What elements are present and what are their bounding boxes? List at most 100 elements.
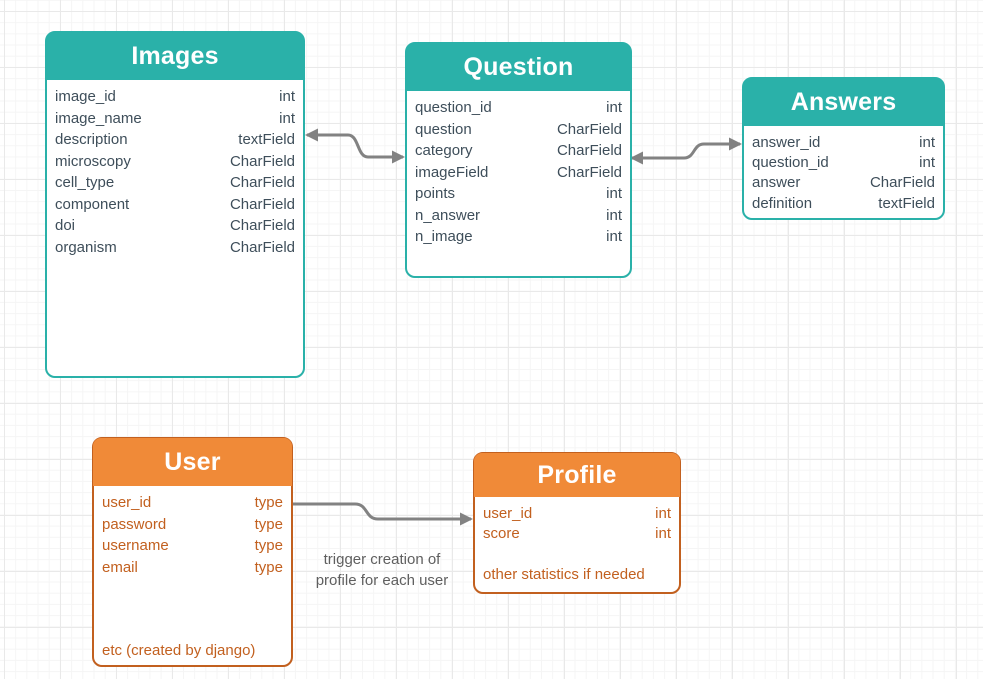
field-row: microscopy CharField [55,151,295,173]
field-row: user_id int [483,503,671,524]
field-name: category [415,142,473,160]
field-name: answer_id [752,133,821,151]
field-row: cell_type CharField [55,172,295,194]
field-row: organism CharField [55,237,295,259]
field-name: n_answer [415,206,481,224]
field-name: user_id [483,504,533,522]
field-name: microscopy [55,152,131,170]
field-row: points int [415,183,622,205]
field-type: CharField [229,238,295,256]
field-row: imageField CharField [415,162,622,184]
arrowhead-right-icon [392,150,405,164]
field-row: doi CharField [55,215,295,237]
field-type: int [655,504,671,522]
field-type: int [606,206,622,224]
field-name: answer [752,174,801,192]
table-user-note: etc (created by django) [102,642,256,659]
connector-user-profile-label: trigger creation of profile for each use… [312,550,452,591]
field-row: question_id int [752,152,935,172]
field-type: CharField [229,217,295,235]
field-row: definition textField [752,193,935,213]
field-name: cell_type [55,174,115,192]
field-type: CharField [556,142,622,160]
field-type: int [919,133,935,151]
field-name: component [55,195,130,213]
table-images-title: Images [46,32,304,80]
connector-user-profile[interactable] [293,502,473,526]
field-name: question [415,120,472,138]
field-type: textField [238,131,295,149]
field-type: type [254,515,283,533]
field-name: user_id [102,494,152,512]
field-row: email type [102,557,283,579]
field-type: type [254,494,283,512]
field-name: question_id [752,154,829,172]
field-type: int [606,228,622,246]
field-type: type [254,558,283,576]
field-name: username [102,537,169,555]
field-type: int [606,99,622,117]
field-name: image_name [55,109,142,127]
field-name: question_id [415,99,492,117]
field-name: doi [55,217,76,235]
field-type: CharField [229,152,295,170]
field-name: password [102,515,167,533]
field-row: score int [483,524,671,545]
field-row: answer_id int [752,132,935,152]
field-name: definition [752,194,813,212]
connector-label-line2: profile for each user [315,571,449,589]
field-row: n_answer int [415,205,622,227]
field-type: int [919,154,935,172]
field-name: n_image [415,228,473,246]
field-type: type [254,537,283,555]
field-type: CharField [229,174,295,192]
field-row: question CharField [415,119,622,141]
field-name: points [415,185,456,203]
field-name: organism [55,238,117,256]
field-row: image_name int [55,108,295,130]
field-type: CharField [556,163,622,181]
field-type: int [279,88,295,106]
field-row: username type [102,535,283,557]
field-row: password type [102,514,283,536]
field-name: image_id [55,88,116,106]
arrowhead-right-icon [729,137,742,151]
field-type: CharField [556,120,622,138]
field-type: int [606,185,622,203]
arrowhead-right-icon [460,512,473,526]
arrowhead-left-icon [305,128,318,142]
field-type: CharField [869,174,935,192]
field-row: question_id int [415,97,622,119]
table-user-title: User [93,438,292,486]
field-row: user_id type [102,492,283,514]
table-profile-title: Profile [474,453,680,497]
field-type: int [279,109,295,127]
field-name: score [483,525,520,543]
field-row: n_image int [415,226,622,248]
connector-question-answers[interactable] [630,137,742,165]
field-row: description textField [55,129,295,151]
table-question-title: Question [406,43,631,91]
field-name: description [55,131,128,149]
connector-label-line1: trigger creation of [323,551,441,568]
field-row: image_id int [55,86,295,108]
field-name: email [102,558,138,576]
field-type: int [655,525,671,543]
connector-images-question[interactable] [305,128,405,164]
field-type: textField [878,194,935,212]
field-name: imageField [415,163,489,181]
table-profile-note: other statistics if needed [483,566,645,583]
